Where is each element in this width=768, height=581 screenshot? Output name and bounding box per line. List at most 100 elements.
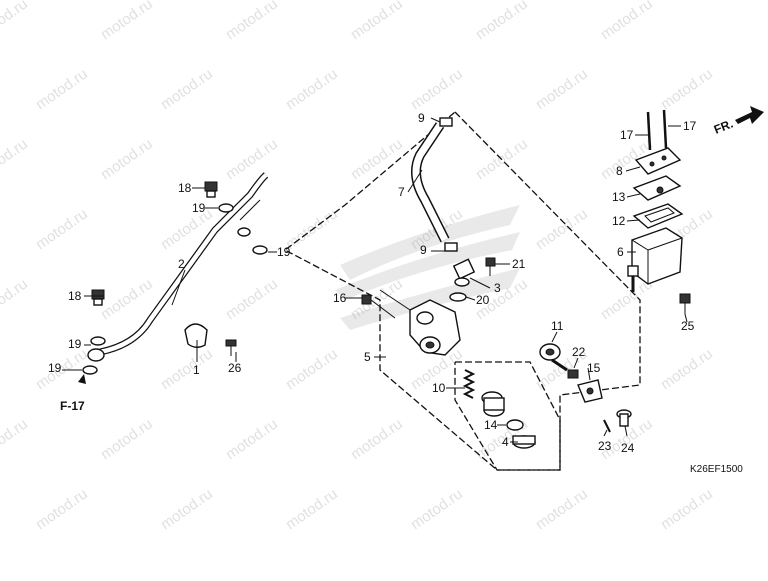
reservoir-joint [452,258,476,287]
front-direction-label: FR. [712,117,735,137]
watermark-text: motod.ru [223,135,281,183]
callout-9b: 9 [420,243,427,257]
callout-6: 6 [617,245,624,259]
brake-fluid-reservoir [627,227,683,292]
ref-label: F-17 [60,399,85,413]
watermark-text: motod.ru [98,275,156,323]
banjo-bolt-upper [204,181,218,198]
piston-washer [506,419,524,431]
callout-14: 14 [484,418,498,432]
sealing-washer-1 [218,203,234,213]
sealing-washer-4 [82,365,98,375]
ref-arrow [78,374,86,384]
callout-3: 3 [494,281,501,295]
piston-cup-assembly [481,391,505,417]
watermark-text: motod.ru [33,65,91,113]
clamp-bolt [225,339,237,356]
watermark-text: motod.ru [0,135,31,183]
reservoir-cap [634,147,682,175]
leader-lines [62,117,688,443]
watermark-text: motod.ru [658,65,716,113]
callout-1: 1 [193,363,200,377]
hose-clip-upper [439,117,453,127]
sealing-washer-2 [252,245,268,255]
watermark-text: motod.ru [408,485,466,533]
callout-5: 5 [364,350,371,364]
watermark-text: motod.ru [598,0,656,43]
brake-hose-inner [99,173,268,355]
watermark-text: motod.ru [348,415,406,463]
callout-19b: 19 [277,245,291,259]
hose-banjo-lower [87,348,105,362]
callout-19a: 19 [192,201,206,215]
callout-13: 13 [612,190,626,204]
watermark-text: motod.ru [223,0,281,43]
callout-21: 21 [512,257,526,271]
watermark-text: motod.ru [33,485,91,533]
diaphragm-plate [632,175,682,201]
watermark-text: motod.ru [348,0,406,43]
callout-18b: 18 [68,289,82,303]
callout-26: 26 [228,361,242,375]
callout-9a: 9 [418,111,425,125]
watermark-text: motod.ru [533,65,591,113]
o-ring [449,292,467,302]
watermark-text: motod.ru [158,485,216,533]
watermark-text: motod.ru [98,0,156,43]
callout-25: 25 [681,319,695,333]
callout-16: 16 [333,291,347,305]
watermark-text: motod.ru [408,65,466,113]
callout-24: 24 [621,441,635,455]
callout-20: 20 [476,293,490,307]
callout-18a: 18 [178,181,192,195]
master-cylinder-body [379,289,461,356]
front-direction-arrow: FR. [712,106,764,137]
watermark-text: motod.ru [223,275,281,323]
watermark-text: motod.ru [658,345,716,393]
callout-17a: 17 [620,128,634,142]
callout-22: 22 [572,345,586,359]
reservoir-bolt [679,293,691,314]
diagram-code: K26EF1500 [690,464,743,475]
watermark-text: motod.ru [0,0,31,43]
cotter-pin [603,419,611,433]
dust-boot [512,435,536,449]
callout-12: 12 [612,214,626,228]
hose-fitting-upper [239,199,261,221]
watermark-text: motod.ru [158,345,216,393]
watermark-text: motod.ru [348,135,406,183]
callout-17b: 17 [683,119,697,133]
callout-7: 7 [398,185,405,199]
hose-clamp [184,323,208,348]
joint-pin [616,409,632,427]
watermark-text: motod.ru [658,485,716,533]
watermark-text: motod.ru [98,135,156,183]
watermark-text: motod.ru [158,65,216,113]
brand-wing-watermark [335,205,520,330]
push-rod [539,343,568,372]
watermark-text: motod.ru [533,485,591,533]
watermark-text: motod.ru [283,485,341,533]
cap-screw-left [646,111,652,151]
callout-4: 4 [502,435,509,449]
callout-19c: 19 [68,337,82,351]
watermark-text: motod.ru [33,205,91,253]
watermark-text: motod.ru [0,275,31,323]
watermark-text: motod.ru [283,65,341,113]
callout-labels: 18 19 19 2 18 19 19 F-17 1 26 7 9 9 3 20… [48,111,743,475]
assembly-outline [283,111,641,471]
push-rod-nut [567,369,579,379]
callout-10: 10 [432,381,446,395]
cap-screw-right [662,109,668,149]
piston-spring [462,369,476,399]
reservoir-diaphragm [632,203,684,229]
callout-8: 8 [616,164,623,178]
callout-11: 11 [551,319,564,333]
mounting-bolt [361,294,396,319]
hose-clip-lower [444,242,458,252]
push-rod-joint [577,379,603,403]
callout-19d: 19 [48,361,62,375]
banjo-bolt-lower [91,289,105,306]
